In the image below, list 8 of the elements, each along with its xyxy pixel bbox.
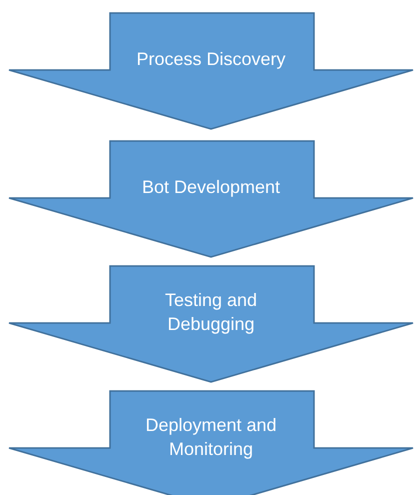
step-label: Process Discovery <box>136 48 286 71</box>
step-label: Deployment and Monitoring <box>144 414 278 461</box>
down-arrow-shape <box>8 140 414 258</box>
step-label: Bot Development <box>142 176 280 199</box>
step-label: Testing and Debugging <box>164 289 258 336</box>
down-arrow-shape <box>8 12 414 130</box>
down-arrow-shape <box>8 265 414 383</box>
down-arrow-shape <box>8 390 414 495</box>
